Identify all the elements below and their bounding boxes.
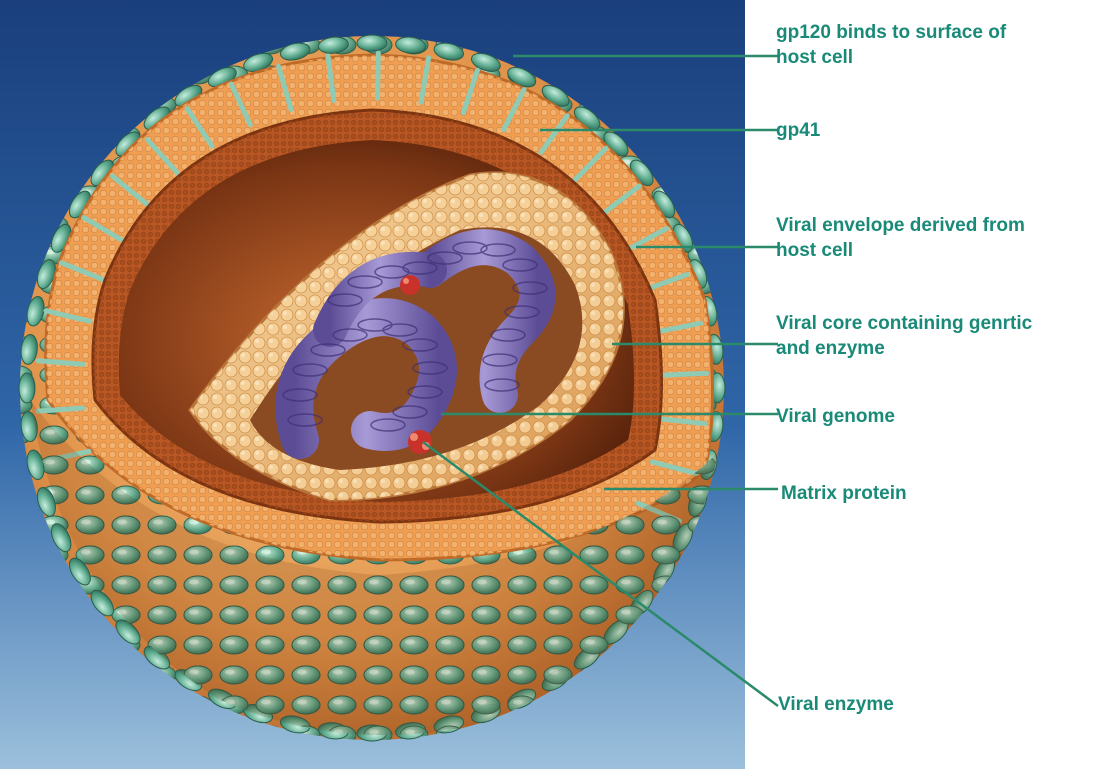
label-viral-core: Viral core containing genrtic and enzyme <box>776 311 1032 361</box>
transmembrane-stalk <box>378 53 379 98</box>
label-viral-genome: Viral genome <box>776 404 895 429</box>
transmembrane-stalk <box>662 373 707 375</box>
transmembrane-stalk <box>38 408 83 411</box>
label-gp120: gp120 binds to surface of host cell <box>776 20 1006 70</box>
label-gp41: gp41 <box>776 118 820 143</box>
spike-knob <box>357 35 387 51</box>
label-viral-enzyme: Viral enzyme <box>778 692 894 717</box>
label-matrix-protein: Matrix protein <box>781 481 907 506</box>
label-viral-envelope: Viral envelope derived from host cell <box>776 213 1025 263</box>
virion <box>19 35 730 741</box>
spike-knob <box>19 373 35 403</box>
